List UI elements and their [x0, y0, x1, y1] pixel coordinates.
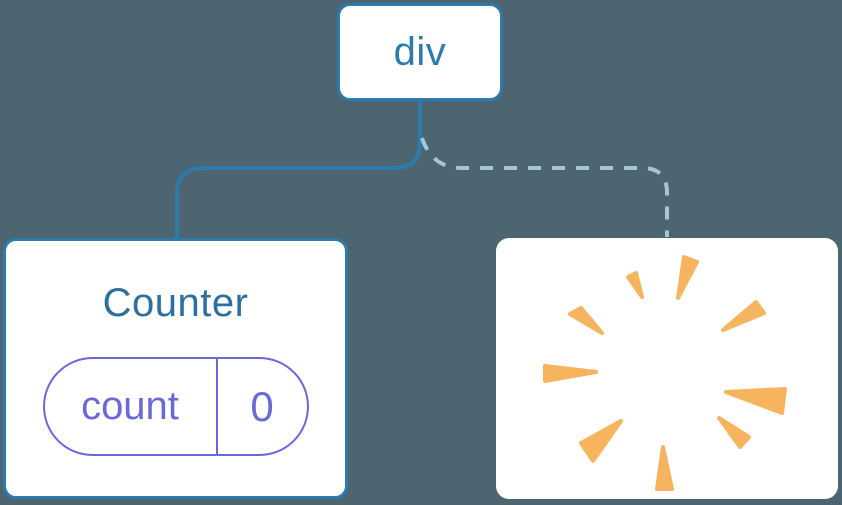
counter-title: Counter — [102, 281, 249, 325]
burst-ray-bottom — [655, 445, 674, 491]
removed-component-card — [496, 238, 838, 499]
state-pill-value-section: 0 — [218, 359, 307, 454]
burst-ray-left — [543, 364, 598, 383]
root-div-node: div — [337, 3, 503, 101]
burst-ray-lower-left — [579, 419, 623, 463]
burst-ray-upper-left — [568, 306, 604, 335]
burst-ray-top-left-tick — [626, 271, 644, 299]
dashed-connector-line — [420, 137, 669, 237]
burst-ray-top — [676, 255, 699, 300]
burst-ray-lower-right — [717, 416, 751, 449]
state-key-label: count — [81, 384, 179, 428]
state-value-label: 0 — [250, 382, 274, 430]
poof-burst-icon — [543, 255, 787, 491]
state-pill-key-section: count — [45, 359, 218, 454]
root-div-label: div — [393, 29, 447, 74]
burst-ray-right — [724, 387, 787, 415]
burst-ray-upper-right — [721, 300, 766, 332]
solid-connector-line — [175, 101, 422, 238]
state-pill: count 0 — [42, 357, 309, 456]
counter-component-card: Counter count 0 — [3, 238, 348, 499]
